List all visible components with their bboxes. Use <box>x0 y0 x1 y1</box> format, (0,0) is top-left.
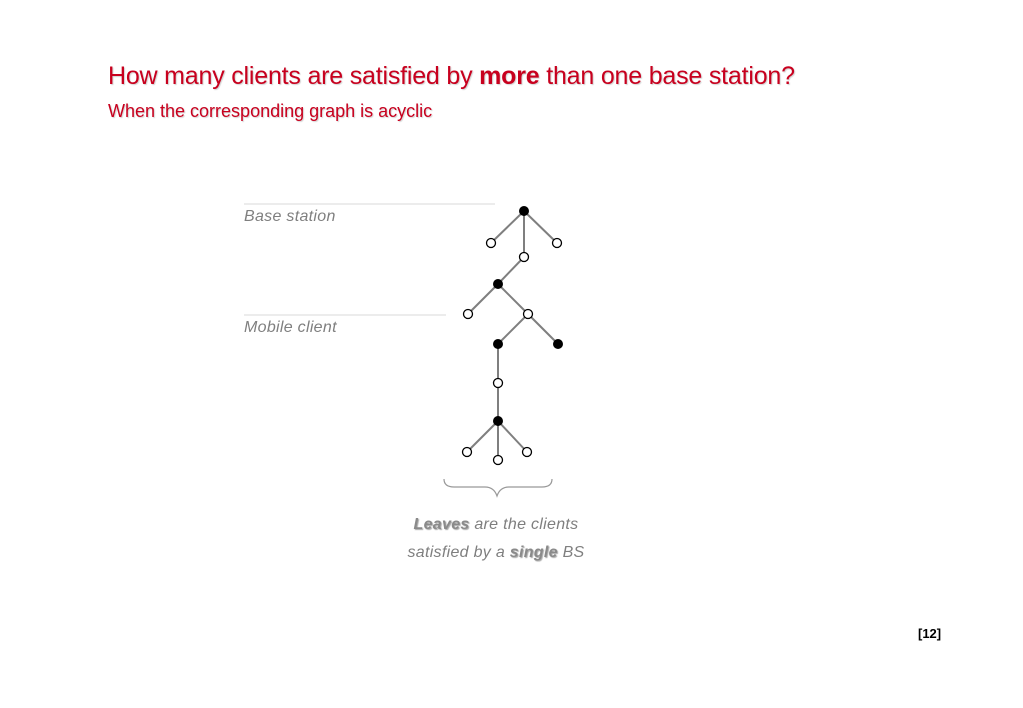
base-station-node <box>553 339 563 349</box>
caption-leaves-emphasis: Leaves <box>413 516 470 533</box>
legend-base-station-label: Base station <box>244 208 336 225</box>
caption-line-2: satisfied by a single BS <box>380 539 612 567</box>
client-node <box>518 251 530 263</box>
client-node <box>492 454 504 466</box>
page-number: [12] <box>918 626 942 641</box>
slide-subtitle: When the corresponding graph is acyclic <box>108 101 433 121</box>
base-station-node <box>493 416 503 426</box>
client-node <box>461 446 473 458</box>
client-node <box>462 308 474 320</box>
edge <box>527 313 559 345</box>
client-node <box>492 377 504 389</box>
base-station-node <box>493 339 503 349</box>
caption-line-1: Leaves are the clients <box>380 511 612 539</box>
client-nodes <box>461 237 563 466</box>
base-station-node <box>519 206 529 216</box>
caption-line-1-rest: are the clients <box>469 516 579 533</box>
title-prefix: How many clients are satisfied by <box>108 62 480 90</box>
edge <box>497 256 525 285</box>
edge <box>497 313 529 345</box>
title-emphasis: more <box>479 62 540 90</box>
edge <box>497 420 528 453</box>
base-station-node <box>493 279 503 289</box>
client-node <box>485 237 497 249</box>
client-node <box>521 446 533 458</box>
slide-title: How many clients are satisfied by more t… <box>108 62 795 91</box>
edge <box>523 210 558 244</box>
edge <box>467 283 499 315</box>
client-node <box>551 237 563 249</box>
caption-single-emphasis: single <box>509 544 558 561</box>
client-node <box>522 308 534 320</box>
leaves-brace <box>443 478 553 498</box>
caption-line-2-pre: satisfied by a <box>407 544 510 561</box>
base-station-nodes <box>493 206 563 426</box>
caption-line-2-post: BS <box>557 544 585 561</box>
edge <box>466 420 499 453</box>
edge <box>490 210 525 244</box>
tree-edges <box>466 210 559 460</box>
legend-mobile-client-label: Mobile client <box>244 319 337 336</box>
edge <box>497 283 529 315</box>
title-suffix: than one base station? <box>539 62 795 90</box>
